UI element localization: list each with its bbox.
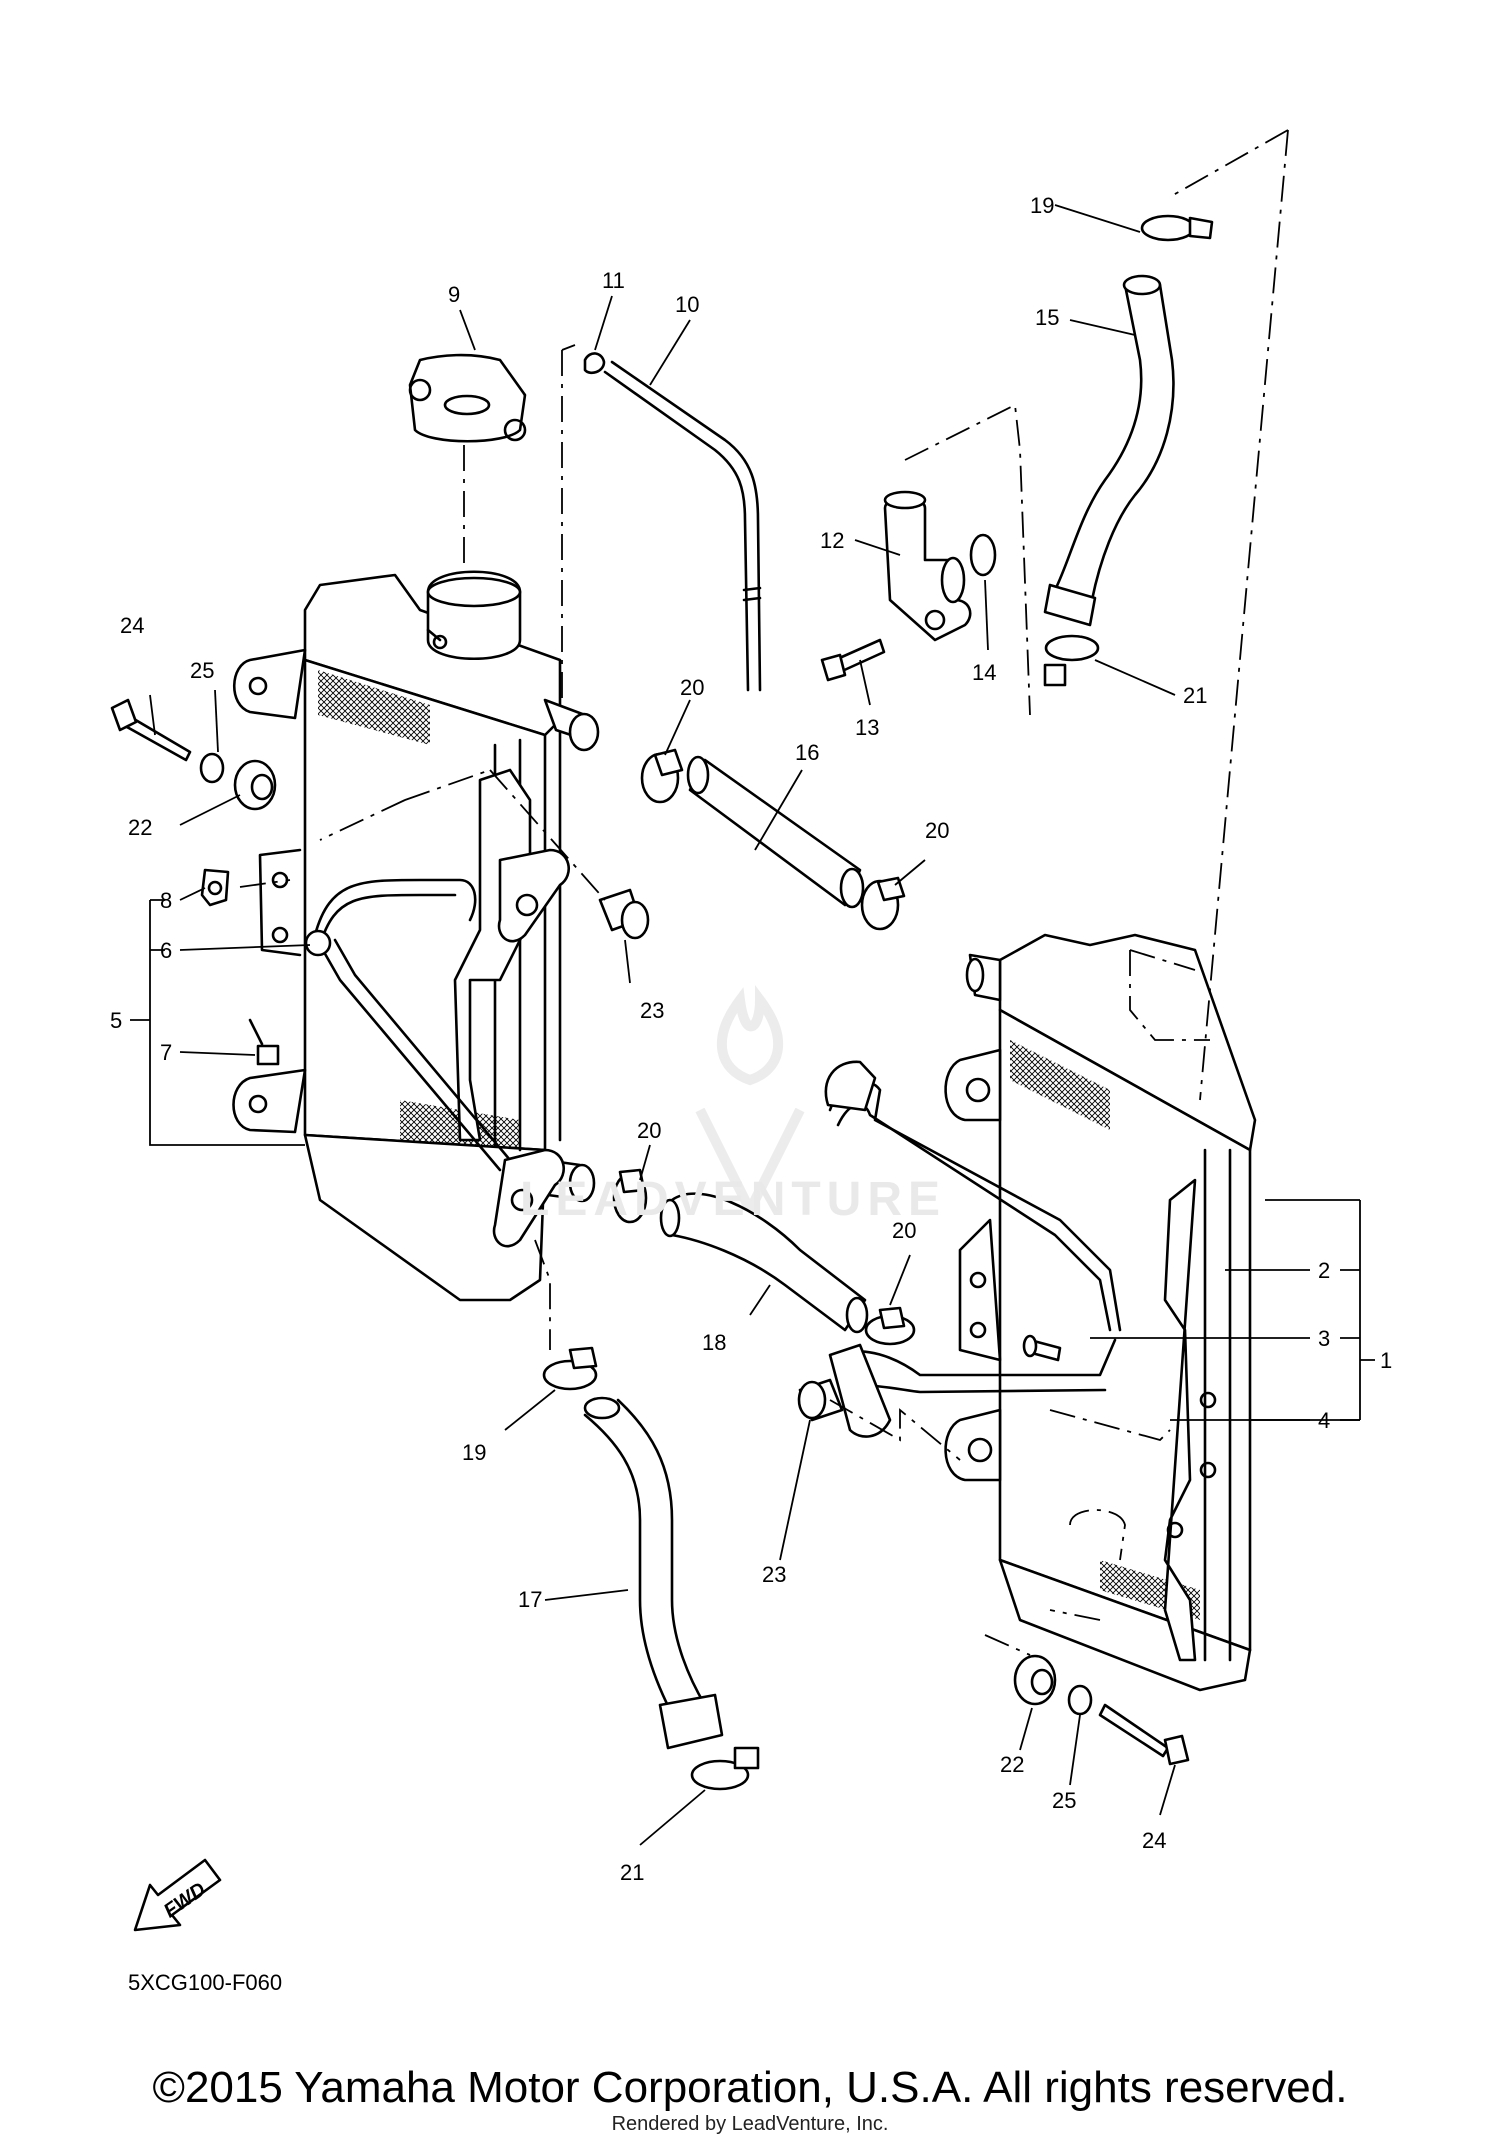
callout-20-c: 20 [637,1118,661,1143]
callout-24-left: 24 [120,613,144,638]
mount-hardware [110,698,1190,1766]
callout-15: 15 [1035,305,1059,330]
hose-clamps [542,214,1214,1791]
hose-16 [686,755,865,909]
callout-22-right: 22 [1000,1752,1024,1777]
rendered-by-credit: Rendered by LeadVenture, Inc. [611,2113,889,2135]
callout-12: 12 [820,528,844,553]
callout-25-left: 25 [190,658,214,683]
callout-2: 2 [1318,1258,1330,1283]
radiator-cap-9 [408,353,527,443]
callout-21-top: 21 [1183,683,1207,708]
dashdot-leaders [239,129,1289,1656]
watermark-text: LEADVENTURE [520,1173,947,1226]
callout-21-bottom: 21 [620,1860,644,1885]
callout-4: 4 [1318,1408,1330,1433]
hose-18 [659,1192,869,1334]
callout-11: 11 [602,268,625,293]
callout-13: 13 [855,715,879,740]
overflow-hose-10 [583,352,762,692]
callout-23-left: 23 [640,998,664,1023]
diagram-code: 5XCG100-F060 [128,1970,282,1995]
fwd-arrow: FWD [133,1858,222,1932]
fitting-12 [820,490,997,682]
watermark-logo [695,984,805,1222]
callout-3: 3 [1318,1326,1330,1351]
callout-24-right: 24 [1142,1828,1166,1853]
callout-18: 18 [702,1330,726,1355]
callout-23-right: 23 [762,1562,786,1587]
callout-6: 6 [160,938,172,963]
hose-15 [1043,274,1175,627]
hose-17 [583,1396,724,1750]
right-radiator [824,933,1257,1692]
callout-19-bottom: 19 [462,1440,486,1465]
callout-20-d: 20 [892,1218,916,1243]
callout-16: 16 [795,740,819,765]
callout-17: 17 [518,1587,542,1612]
callout-7: 7 [160,1040,172,1065]
callout-labels: 1 2 3 4 5 6 7 8 9 10 11 12 13 14 15 16 1… [110,193,1392,1885]
callout-22-left: 22 [128,815,152,840]
callout-1: 1 [1380,1348,1392,1373]
callout-20-a: 20 [680,675,704,700]
callout-8: 8 [160,888,172,913]
left-radiator [232,570,600,1302]
pipe-assembly-5 [200,848,570,1248]
callout-leaders [130,204,1375,1846]
callout-14: 14 [972,660,996,685]
callout-5: 5 [110,1008,122,1033]
callout-25-right: 25 [1052,1788,1076,1813]
copyright-notice: ©2015 Yamaha Motor Corporation, U.S.A. A… [152,2063,1348,2112]
callout-20-b: 20 [925,818,949,843]
callout-9: 9 [448,282,460,307]
callout-10: 10 [675,292,699,317]
callout-19-top: 19 [1030,193,1054,218]
